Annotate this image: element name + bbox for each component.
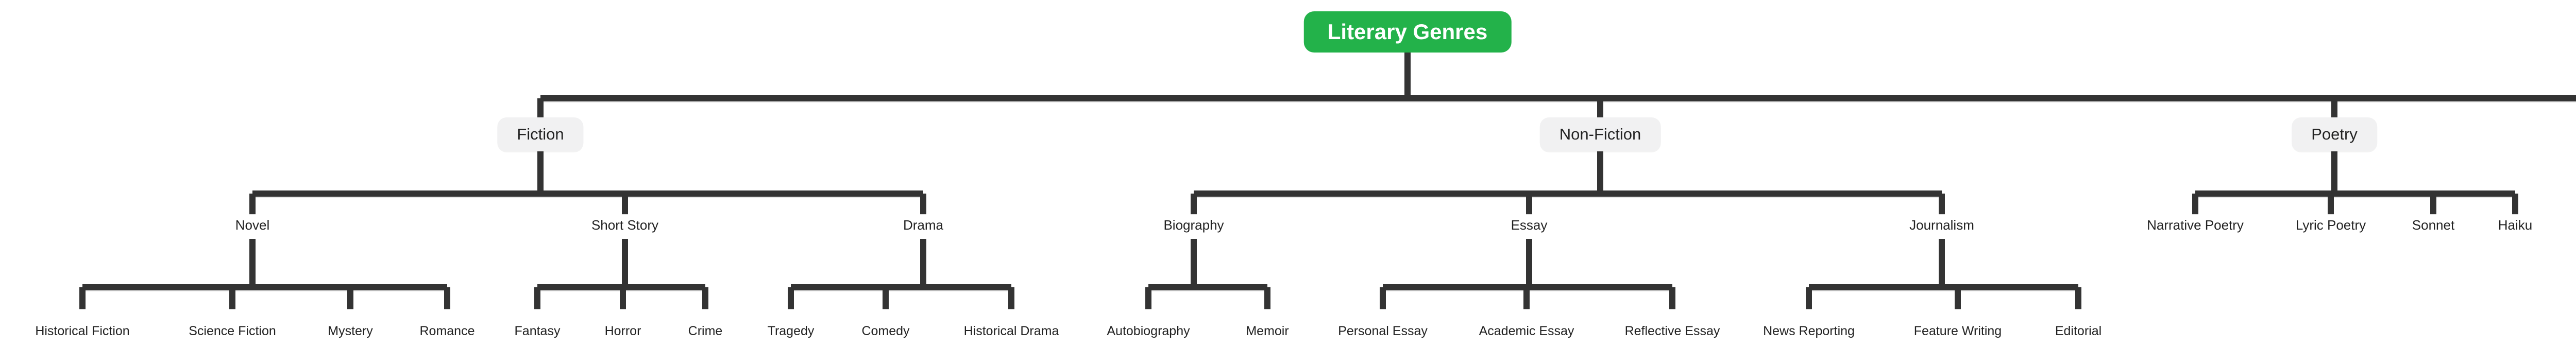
node-historical-fiction: Historical Fiction <box>35 324 130 338</box>
node-lyric-poetry: Lyric Poetry <box>2295 217 2366 233</box>
node-fantasy: Fantasy <box>514 324 561 338</box>
node-horror: Horror <box>604 324 641 338</box>
edge-biography-children <box>1145 239 1270 309</box>
node-editorial: Editorial <box>2055 324 2102 338</box>
edge-novel-children <box>79 239 450 309</box>
node-fiction-drama-comedy: Comedy <box>861 324 910 338</box>
edge-nonfiction-children <box>1191 150 1945 214</box>
edge-essay-children <box>1380 239 1675 309</box>
node-poetry: Poetry <box>2292 117 2377 151</box>
node-fiction-drama-tragedy: Tragedy <box>767 324 815 338</box>
node-essay: Essay <box>1511 217 1548 233</box>
node-reflective-essay: Reflective Essay <box>1624 324 1720 338</box>
edge-short-story-children <box>534 239 708 309</box>
node-root-literary-genres: Literary Genres <box>1303 11 1512 53</box>
node-novel: Novel <box>235 217 270 233</box>
edge-fiction-children <box>249 150 926 214</box>
node-news-reporting: News Reporting <box>1763 324 1855 338</box>
node-feature-writing: Feature Writing <box>1913 324 2002 338</box>
node-short-story: Short Story <box>591 217 659 233</box>
node-sonnet: Sonnet <box>2412 217 2455 233</box>
node-romance: Romance <box>419 324 475 338</box>
node-crime: Crime <box>688 324 723 338</box>
node-haiku: Haiku <box>2498 217 2533 233</box>
node-personal-essay: Personal Essay <box>1338 324 1428 338</box>
node-academic-essay: Academic Essay <box>1479 324 1574 338</box>
node-non-fiction: Non-Fiction <box>1539 117 1661 151</box>
node-historical-drama: Historical Drama <box>963 324 1059 338</box>
node-narrative-poetry: Narrative Poetry <box>2147 217 2244 233</box>
edge-journalism-children <box>1806 239 2081 309</box>
edge-root-to-branches <box>537 51 2576 118</box>
node-science-fiction: Science Fiction <box>189 324 276 338</box>
node-autobiography: Autobiography <box>1107 324 1190 338</box>
node-biography: Biography <box>1163 217 1224 233</box>
node-mystery: Mystery <box>328 324 373 338</box>
node-fiction: Fiction <box>497 117 584 151</box>
node-memoir: Memoir <box>1246 324 1289 338</box>
edge-poetry-children <box>2192 150 2518 214</box>
node-fiction-drama: Drama <box>903 217 944 233</box>
edge-fiction-drama-children <box>788 239 1014 309</box>
node-journalism: Journalism <box>1909 217 1974 233</box>
